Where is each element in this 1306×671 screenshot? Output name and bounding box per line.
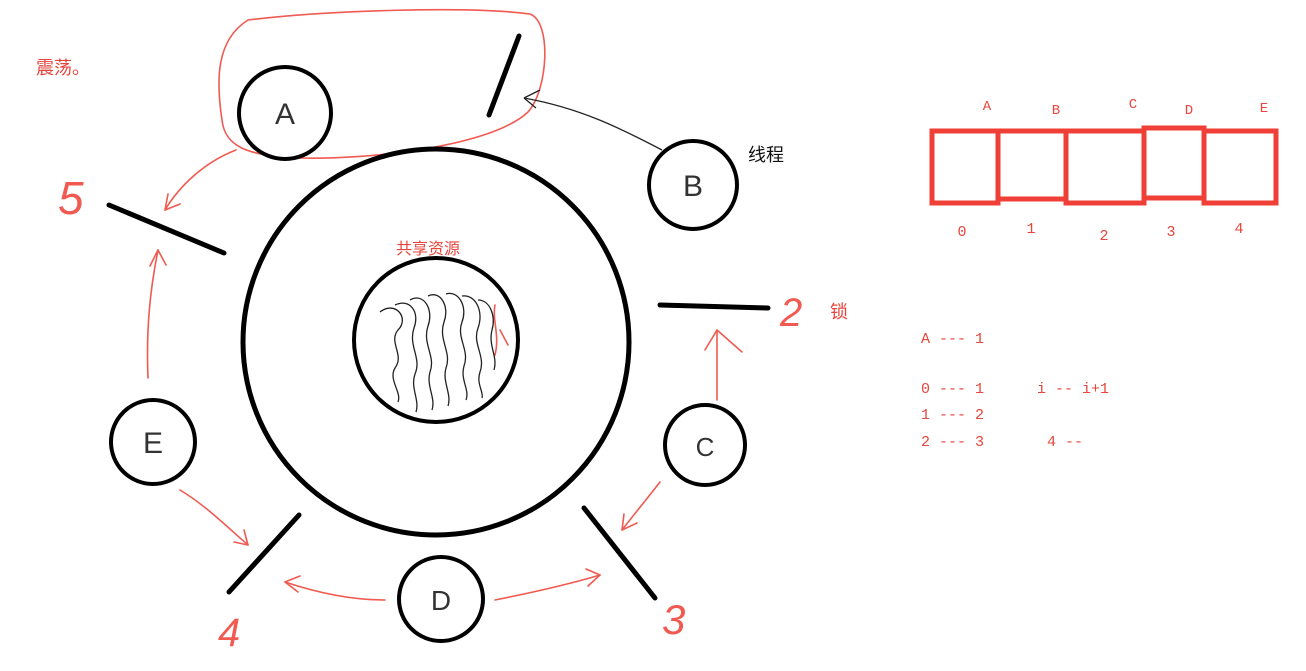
chopstick-lower-left-4 [226, 512, 302, 595]
array-letter-d: D [1185, 103, 1193, 119]
resource-scribble [379, 292, 496, 413]
thread-d: D [397, 555, 485, 643]
array-letter-c: C [1129, 97, 1137, 113]
array-index-4: 4 [1234, 221, 1243, 238]
array-cell-3 [1141, 125, 1207, 201]
arrow-e-to-lock5 [146, 249, 159, 379]
thread-letter-a: A [275, 98, 295, 131]
thread-circle-c [663, 403, 747, 487]
array-letter-a: A [983, 99, 992, 115]
thread-letter-d: D [431, 585, 451, 616]
arrow-a-to-lock5 [164, 149, 237, 211]
thread-circle-e [109, 398, 197, 486]
lock-number-4: 4 [218, 611, 240, 655]
highlight-loop [218, 8, 546, 160]
arrow-c-to-lock3 [621, 481, 661, 531]
array-cell-0 [929, 128, 1001, 206]
array-index-2: 2 [1099, 228, 1108, 245]
thread-b: B [647, 139, 739, 231]
thread-letter-e: E [143, 427, 163, 460]
array-letter-b: B [1052, 103, 1060, 119]
array-letter-e: E [1260, 101, 1268, 117]
lock-number-2: 2 [779, 291, 802, 335]
chopstick-left-5 [106, 202, 227, 256]
array-index-1: 1 [1026, 221, 1035, 238]
thread-letter-c: C [696, 432, 715, 462]
array-index-0: 0 [957, 224, 966, 241]
array-cells [929, 125, 1279, 206]
array-diagram: A B C D E 0 1 2 3 4 [929, 97, 1279, 245]
lock-number-5: 5 [58, 172, 84, 224]
lock-label: 锁 [830, 302, 848, 322]
mapping-line-1: A --- 1 [921, 331, 984, 348]
oscillation-annotation: 震荡。 [36, 58, 90, 78]
arrow-e-to-lock4 [179, 489, 249, 546]
shared-resource-outer-circle [240, 146, 632, 538]
thread-c: C [663, 403, 747, 487]
arrow-b-to-chopstick [523, 89, 663, 151]
mapping-notes: A --- 1 0 --- 1 i -- i+1 1 --- 2 2 --- 3… [921, 331, 1109, 451]
mapping-line-3: 1 --- 2 [921, 407, 984, 424]
chopstick-top [486, 33, 522, 118]
lock-number-3: 3 [662, 596, 685, 643]
array-cell-1 [995, 128, 1069, 202]
mapping-line-4: 2 --- 3 [921, 434, 984, 451]
thread-circle-a [237, 65, 333, 161]
thread-circle-d [397, 555, 485, 643]
mapping-line-2b: i -- i+1 [1037, 381, 1109, 398]
thread-circle-b [647, 139, 739, 231]
arrow-d-to-lock4 [284, 581, 386, 601]
shared-resource-inner-circle [352, 256, 520, 424]
array-cell-2 [1063, 128, 1147, 206]
thread-e: E [109, 398, 197, 486]
chopstick-lower-right-3 [581, 505, 658, 601]
array-index-3: 3 [1166, 224, 1175, 241]
red-annotation-strokes [146, 8, 743, 601]
shared-resource-label: 共享资源 [396, 240, 460, 258]
chopstick-right-2 [657, 302, 771, 311]
arrow-d-to-lock3 [494, 574, 601, 601]
thread-a: A [237, 65, 333, 161]
array-cell-4 [1201, 128, 1279, 206]
mapping-line-4b: 4 -- [1047, 434, 1083, 451]
thread-letter-b: B [683, 170, 703, 203]
chopsticks [106, 33, 771, 601]
thread-label: 线程 [748, 145, 784, 165]
mapping-line-2: 0 --- 1 [921, 381, 984, 398]
